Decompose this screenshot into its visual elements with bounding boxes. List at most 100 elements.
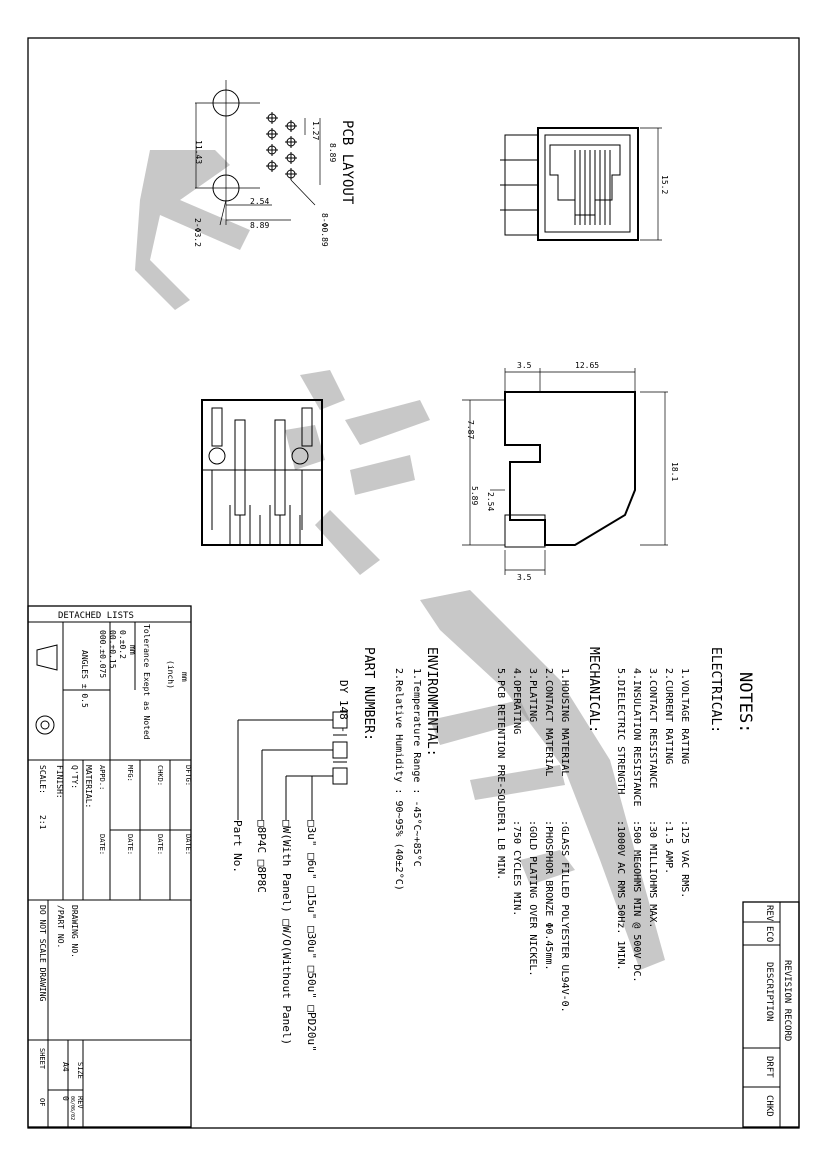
side-dim: 5.89 (470, 486, 479, 505)
qty-label: Q'TY: (70, 765, 79, 789)
revision-record: REVISION RECORD REV ECO DESCRIPTION DRFT… (742, 901, 800, 1128)
side-dim: 18.1 (670, 462, 679, 481)
title-block: DETACHED LISTS mm (inch) Tolerance Exept… (27, 605, 192, 1128)
rev-date: 06/06/02 (69, 1096, 75, 1120)
environmental-item: 2.Relative Humidity : 90~95% (40±2°C) (393, 668, 404, 891)
note-value: :500 MEGOHMS MIN @ 500V DC. (631, 820, 642, 983)
notes-title: NOTES: (735, 672, 755, 733)
note-value: :GOLD PLATING OVER NICKEL. (527, 820, 538, 977)
note-label: 3.PLATING (527, 668, 538, 722)
note-value: :GLASS FILLED POLYESTER UL94V-0. (559, 820, 570, 1013)
note-label: 2.CURRENT RATING (663, 668, 674, 764)
revision-col: ECO (764, 926, 774, 942)
revision-col: REV (764, 905, 774, 922)
sheet-border (27, 37, 800, 1129)
pcb-layout-title: PCB LAYOUT (339, 120, 355, 205)
note-label: 5.DIELECTRIC STRENGTH (615, 668, 626, 794)
note-label: 3.CONTACT RESISTANCE (647, 668, 658, 788)
notes-block: NOTES: ELECTRICAL: 1.VOLTAGE RATING :125… (361, 647, 755, 1013)
contact-options: □8P4C □8P8C (255, 820, 268, 893)
size-value: A4 (61, 1062, 70, 1072)
bottom-view (201, 399, 323, 546)
front-dim: 15.2 (660, 175, 669, 194)
date-label: DATE: (126, 834, 134, 855)
do-not-scale: DO NOT SCALE DRAWING (38, 905, 47, 1002)
pcb-dim: 8.89 (328, 143, 337, 162)
revision-col: CHKD (764, 1095, 774, 1117)
part-no-label: Part No. (231, 820, 244, 873)
finish-label: FINISH: (55, 765, 64, 799)
note-value: :PHOSPHOR BRONZE Φ0.45mm. (543, 820, 554, 971)
revision-title: REVISION RECORD (782, 960, 792, 1041)
size-label: SIZE (76, 1062, 84, 1079)
of-label: OF (38, 1098, 46, 1106)
projection-symbol (35, 715, 55, 735)
revision-col: DRFT (764, 1056, 774, 1078)
side-dim: 2.54 (486, 492, 495, 511)
tolerance-2: 00.±0.15 (108, 630, 117, 669)
plating-options: □3u" □6u" □15u" □30u" □50u" □PD20u" (305, 820, 318, 1052)
note-value: :1.5 AMP. (663, 820, 674, 874)
date-label: DATE: (184, 834, 192, 855)
side-dim: 12.65 (575, 361, 599, 370)
material-label: MATERIAL: (84, 765, 93, 808)
pcb-dim: 2.54 (250, 197, 269, 206)
unit-mm: mm (180, 672, 189, 682)
detached-lists: DETACHED LISTS (58, 611, 134, 621)
revision-col: DESCRIPTION (764, 962, 774, 1022)
unit-inch: (inch) (166, 660, 175, 689)
note-label: 4.OPERATING (511, 668, 522, 734)
note-value: :1 LB MIN. (495, 820, 506, 880)
date-label: DATE: (156, 834, 164, 855)
rev-label: REV (76, 1096, 84, 1109)
appd-label: APPD.: (98, 765, 106, 790)
angles: ANGLES ± 0.5 (80, 650, 89, 708)
mounting-hole (212, 89, 240, 117)
dftg-label: DFTG: (184, 765, 192, 786)
front-view: 15.2 (500, 127, 669, 241)
electrical-heading: ELECTRICAL: (708, 647, 723, 733)
note-value: :30 MILLIOHMS MAX. (647, 820, 658, 928)
side-dim: 3.5 (517, 361, 532, 370)
scale-label: SCALE: (38, 765, 47, 794)
tolerance-title: Tolerance Exept as Noted (142, 624, 151, 740)
part-no-label: /PART NO. (56, 905, 65, 948)
note-label: 4.INSULATION RESISTANCE (631, 668, 642, 806)
note-label: 1.HOUSING MATERIAL (559, 668, 570, 776)
chkd-label: CHKD: (156, 765, 164, 786)
drawing-no-label: DRAWING NO. (70, 905, 79, 958)
side-dim: 3.5 (517, 573, 532, 582)
mechanical-heading: MECHANICAL: (586, 647, 601, 733)
environmental-item: 1.Temperature Range : -45°C~+85°C (411, 668, 422, 867)
note-value: :750 CYCLES MIN. (511, 820, 522, 916)
note-value: :125 VAC RMS. (679, 820, 690, 898)
mfg-label: MFG: (126, 765, 134, 782)
pcb-dim: 11.43 (194, 140, 203, 164)
pcb-dim: 8-Φ0.89 (320, 213, 329, 247)
pcb-dim: 2-Φ3.2 (193, 218, 202, 247)
part-prefix: DY 148 - (337, 680, 350, 733)
pcb-dim: 8.89 (250, 221, 269, 230)
projection-symbol (36, 644, 58, 671)
rev-value: 0 (61, 1096, 70, 1101)
scale-value: 2:1 (38, 815, 47, 830)
note-label: 5.PCB RETENTION PRE-SOLDER (495, 668, 506, 826)
side-dim: 7.87 (466, 420, 475, 439)
pcb-layout-view: PCB LAYOUT 1.27 8.89 11.43 2.54 8.89 2-Φ… (193, 80, 355, 247)
tolerance-1: 0.±0.2 (118, 630, 127, 659)
note-label: 2.CONTACT MATERIAL (543, 668, 554, 776)
side-view: 3.5 12.65 7.87 18.1 5.89 2.54 3.5 (462, 361, 679, 582)
part-number-diagram: DY 148 - □3u" □6u" □15u" □30u" □50u" □PD… (231, 680, 350, 1052)
tolerance-3: 000.±0.075 (98, 630, 107, 678)
note-label: 1.VOLTAGE RATING (679, 668, 690, 764)
environmental-heading: ENVIRONMENTAL: (424, 647, 439, 757)
part-number-heading: PART NUMBER: (361, 647, 376, 741)
panel-options: □W(With Panel) □W/O(Without Panel) (280, 820, 293, 1045)
date-label: DATE: (98, 834, 106, 855)
pin-holes (266, 112, 297, 180)
pcb-dim: 1.27 (311, 121, 320, 140)
tolerance-unit: mm (128, 645, 137, 655)
sheet-label: SHEET (38, 1048, 46, 1070)
note-value: :1000V AC RMS 50Hz. 1MIN. (615, 820, 626, 971)
